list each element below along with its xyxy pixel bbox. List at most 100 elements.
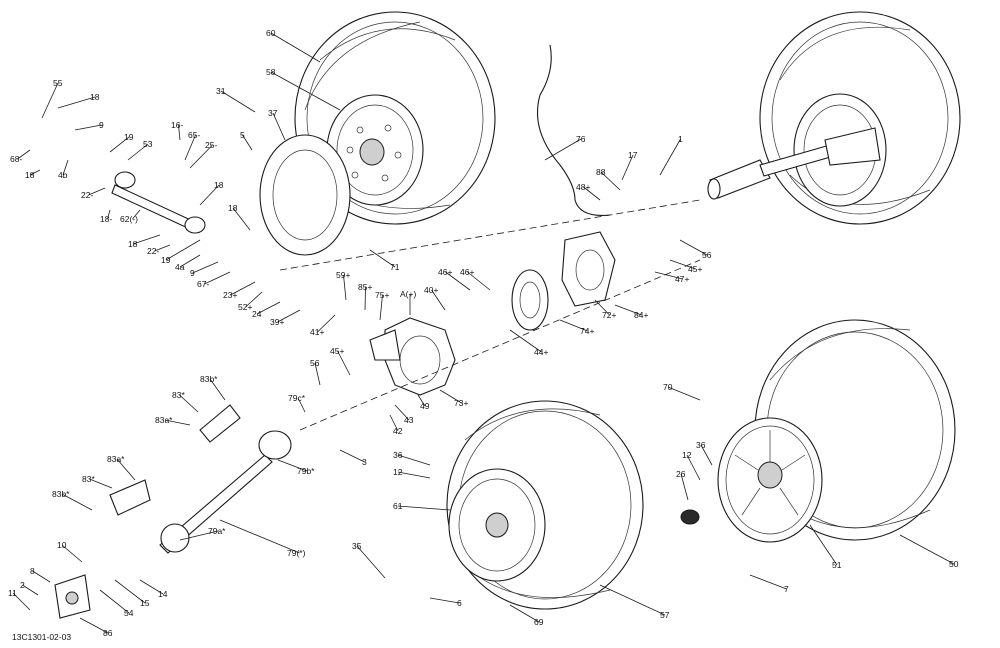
ring-gear	[511, 269, 549, 331]
callout-leader-23	[220, 90, 256, 113]
callout-leader-32	[679, 239, 708, 256]
callout-label-57: 49	[420, 401, 430, 411]
wheel-hub	[54, 574, 91, 619]
callout-label-29: 88	[596, 167, 606, 177]
callout-leader-63	[339, 449, 365, 463]
callout-leader-28	[659, 138, 681, 176]
callout-leader-60	[164, 419, 191, 426]
callout-leader-46	[277, 309, 301, 323]
callout-leader-21	[192, 261, 219, 274]
callout-label-17: 18	[128, 239, 138, 249]
callout-label-18: 22-	[147, 246, 159, 256]
callout-leader-64	[397, 454, 431, 466]
callout-label-14: 18-	[100, 214, 112, 224]
callout-leader-35	[369, 249, 396, 268]
callout-leader-43	[230, 281, 256, 296]
callout-label-80: 15	[140, 598, 150, 608]
callout-label-72: 83*	[82, 474, 95, 484]
callout-label-89: 7	[784, 584, 789, 594]
callout-leader-87	[599, 584, 666, 616]
callout-leader-33	[669, 259, 696, 270]
half-shaft	[159, 430, 292, 554]
callout-label-81: 54	[124, 608, 134, 618]
callout-label-34: 47+	[675, 274, 689, 284]
callout-label-3: 18	[90, 92, 100, 102]
callout-leader-5	[17, 149, 31, 160]
callout-label-22: 67-	[197, 279, 209, 289]
callout-leader-8	[109, 136, 130, 153]
callout-label-85: 6	[457, 598, 462, 608]
callout-leader-41	[445, 271, 471, 291]
callout-label-48: 72+	[602, 310, 616, 320]
callout-leader-78	[22, 584, 39, 596]
assembly-axis-main	[279, 199, 701, 271]
callout-label-31: 48+	[576, 182, 590, 192]
callout-leader-20	[179, 254, 201, 268]
callout-label-63: 3	[362, 457, 367, 467]
callout-leader-18	[154, 244, 171, 252]
callout-leader-9	[127, 143, 149, 161]
callout-leader-0	[270, 32, 321, 63]
callout-leader-17	[132, 234, 161, 245]
callout-label-74: 79a*	[208, 526, 226, 536]
callout-leader-52	[337, 350, 351, 376]
callout-label-39: A(+)	[400, 289, 416, 299]
callout-label-2: 55	[53, 78, 63, 88]
callout-leader-71	[116, 458, 136, 481]
callout-leader-42	[467, 271, 491, 291]
callout-label-26: 18	[228, 203, 238, 213]
callout-leader-88	[809, 524, 838, 566]
tire-top-right	[759, 11, 961, 225]
callout-label-20: 4a	[175, 262, 185, 272]
callout-leader-54	[439, 389, 462, 404]
callout-leader-70	[680, 473, 689, 501]
callout-leader-85	[429, 597, 460, 604]
callout-leader-73	[61, 493, 93, 511]
callout-leader-40	[431, 289, 446, 311]
callout-label-79: 11	[8, 588, 17, 598]
callout-label-66: 61	[393, 501, 403, 511]
callout-label-54: 73+	[454, 398, 468, 408]
callout-label-13: 22-	[81, 190, 93, 200]
callout-leader-62	[277, 459, 308, 472]
callout-leader-82	[139, 579, 164, 595]
callout-leader-81	[99, 589, 130, 614]
callout-leader-56	[389, 414, 399, 432]
callout-label-50: 74+	[580, 326, 594, 336]
callout-leader-47	[317, 314, 336, 333]
callout-leader-10	[178, 124, 181, 141]
callout-leader-36	[343, 274, 347, 301]
callout-leader-77	[32, 570, 51, 583]
callout-label-56: 42	[393, 426, 403, 436]
callout-leader-50	[559, 319, 588, 332]
callout-label-24: 5	[240, 130, 245, 140]
callout-leader-67	[667, 386, 701, 401]
callout-label-45: 24	[252, 309, 262, 319]
callout-label-0: 60	[266, 28, 276, 38]
callout-leader-55	[394, 404, 410, 421]
callout-label-4: 9	[99, 120, 104, 130]
callout-leader-19	[165, 239, 201, 261]
callout-label-6: 18	[25, 170, 35, 180]
callout-label-21: 9	[190, 268, 195, 278]
callout-label-47: 41+	[310, 327, 324, 337]
callout-label-68: 36	[696, 440, 706, 450]
callout-label-69: 12	[682, 450, 692, 460]
callout-leader-30	[621, 154, 634, 181]
callout-leader-51	[509, 329, 542, 353]
callout-label-62: 79b*	[297, 466, 315, 476]
callout-label-41: 46+	[438, 267, 452, 277]
callout-leader-31	[583, 186, 601, 201]
callout-label-71: 83a*	[107, 454, 125, 464]
callout-leader-89	[749, 574, 787, 590]
callout-leader-2	[41, 82, 59, 119]
callout-leader-27	[544, 138, 582, 161]
callout-label-88: 51	[832, 560, 842, 570]
callout-leader-12	[189, 144, 213, 169]
callout-label-5: 68-	[10, 154, 22, 164]
boot-lower	[109, 479, 151, 516]
callout-label-8: 19	[124, 132, 134, 142]
callout-leader-29	[600, 171, 621, 191]
callout-label-32: 56	[702, 250, 712, 260]
callout-label-33: 45+	[688, 264, 702, 274]
